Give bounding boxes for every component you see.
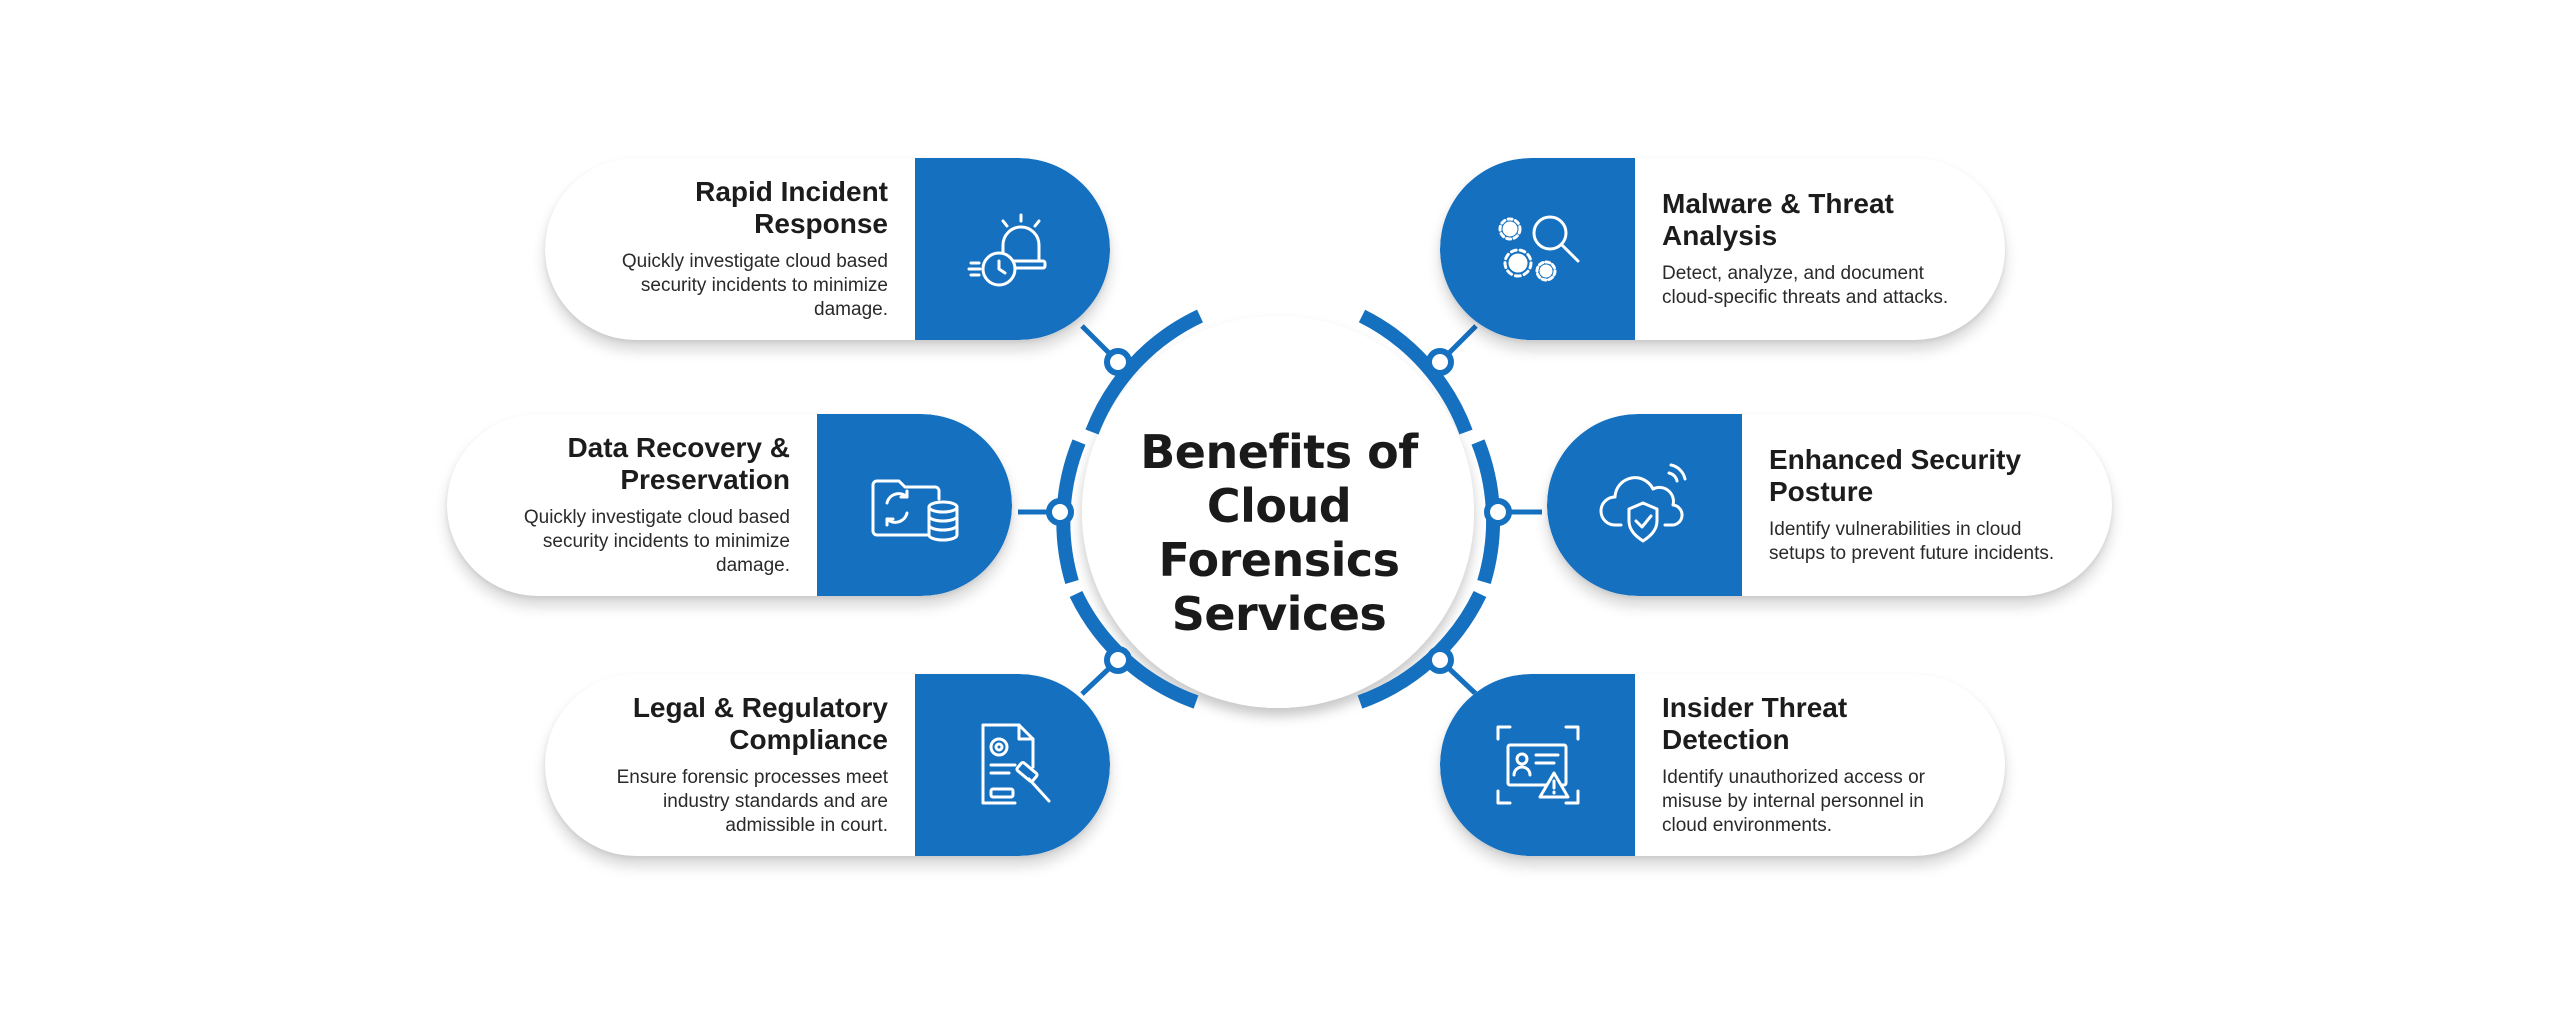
hub-title-line-2: Cloud xyxy=(1206,479,1352,533)
connector-nodes xyxy=(1046,348,1512,674)
node-middle-right xyxy=(1484,498,1512,526)
folder-database-sync-icon xyxy=(871,479,958,542)
card-title: Rapid Incident Response xyxy=(695,176,888,239)
card-insider-threat-detection: Insider Threat Detection Identify unauth… xyxy=(1440,674,2005,856)
node-bottom-left xyxy=(1104,646,1132,674)
node-middle-left xyxy=(1046,498,1074,526)
card-title: Malware & Threat Analysis xyxy=(1662,188,1894,251)
card-text: Data Recovery & Preservation Quickly inv… xyxy=(507,414,790,596)
gears-magnifier-icon xyxy=(1498,215,1579,282)
card-malware-threat-analysis: Malware & Threat Analysis Detect, analyz… xyxy=(1440,158,2005,340)
card-legal-regulatory-compliance: Legal & Regulatory Compliance Ensure for… xyxy=(545,674,1110,856)
hub-circle xyxy=(1082,316,1474,708)
card-rapid-incident-response: Rapid Incident Response Quickly investig… xyxy=(545,158,1110,340)
card-text: Malware & Threat Analysis Detect, analyz… xyxy=(1662,158,1955,340)
card-description: Identify vulnerabilities in cloud setups… xyxy=(1769,519,2055,564)
node-bottom-right xyxy=(1426,646,1454,674)
card-description: Quickly investigate cloud based security… xyxy=(621,251,888,320)
card-icon-panel xyxy=(817,414,1012,596)
card-text: Enhanced Security Posture Identify vulne… xyxy=(1769,414,2062,596)
card-text: Insider Threat Detection Identify unauth… xyxy=(1662,674,1955,856)
card-icon-panel xyxy=(1440,674,1635,856)
card-icon-panel xyxy=(915,158,1110,340)
cloud-shield-icon xyxy=(1599,463,1686,543)
node-top-right xyxy=(1426,348,1454,376)
card-text: Rapid Incident Response Quickly investig… xyxy=(605,158,888,340)
card-description: Quickly investigate cloud based security… xyxy=(523,507,790,576)
hub-title-line-4: Services xyxy=(1171,587,1387,641)
hub-title: Benefits of Cloud Forensics Services xyxy=(1084,368,1474,698)
alarm-clock-icon xyxy=(967,213,1046,287)
card-text: Legal & Regulatory Compliance Ensure for… xyxy=(605,674,888,856)
card-description: Identify unauthorized access or misuse b… xyxy=(1662,767,1925,836)
document-gavel-icon xyxy=(981,723,1050,805)
node-top-left xyxy=(1104,348,1132,376)
card-description: Detect, analyze, and document cloud-spec… xyxy=(1662,263,1949,308)
card-title: Enhanced Security Posture xyxy=(1769,444,2022,507)
card-title: Insider Threat Detection xyxy=(1662,692,1848,755)
id-card-warning-icon xyxy=(1496,725,1579,805)
hub-title-line-1: Benefits of xyxy=(1140,425,1418,479)
card-title: Legal & Regulatory Compliance xyxy=(632,692,888,755)
card-enhanced-security-posture: Enhanced Security Posture Identify vulne… xyxy=(1547,414,2112,596)
hub-title-line-3: Forensics xyxy=(1158,533,1400,587)
card-description: Ensure forensic processes meet industry … xyxy=(616,767,888,836)
card-title: Data Recovery & Preservation xyxy=(567,432,790,495)
card-icon-panel xyxy=(1547,414,1742,596)
card-icon-panel xyxy=(1440,158,1635,340)
card-data-recovery-preservation: Data Recovery & Preservation Quickly inv… xyxy=(447,414,1012,596)
card-icon-panel xyxy=(915,674,1110,856)
